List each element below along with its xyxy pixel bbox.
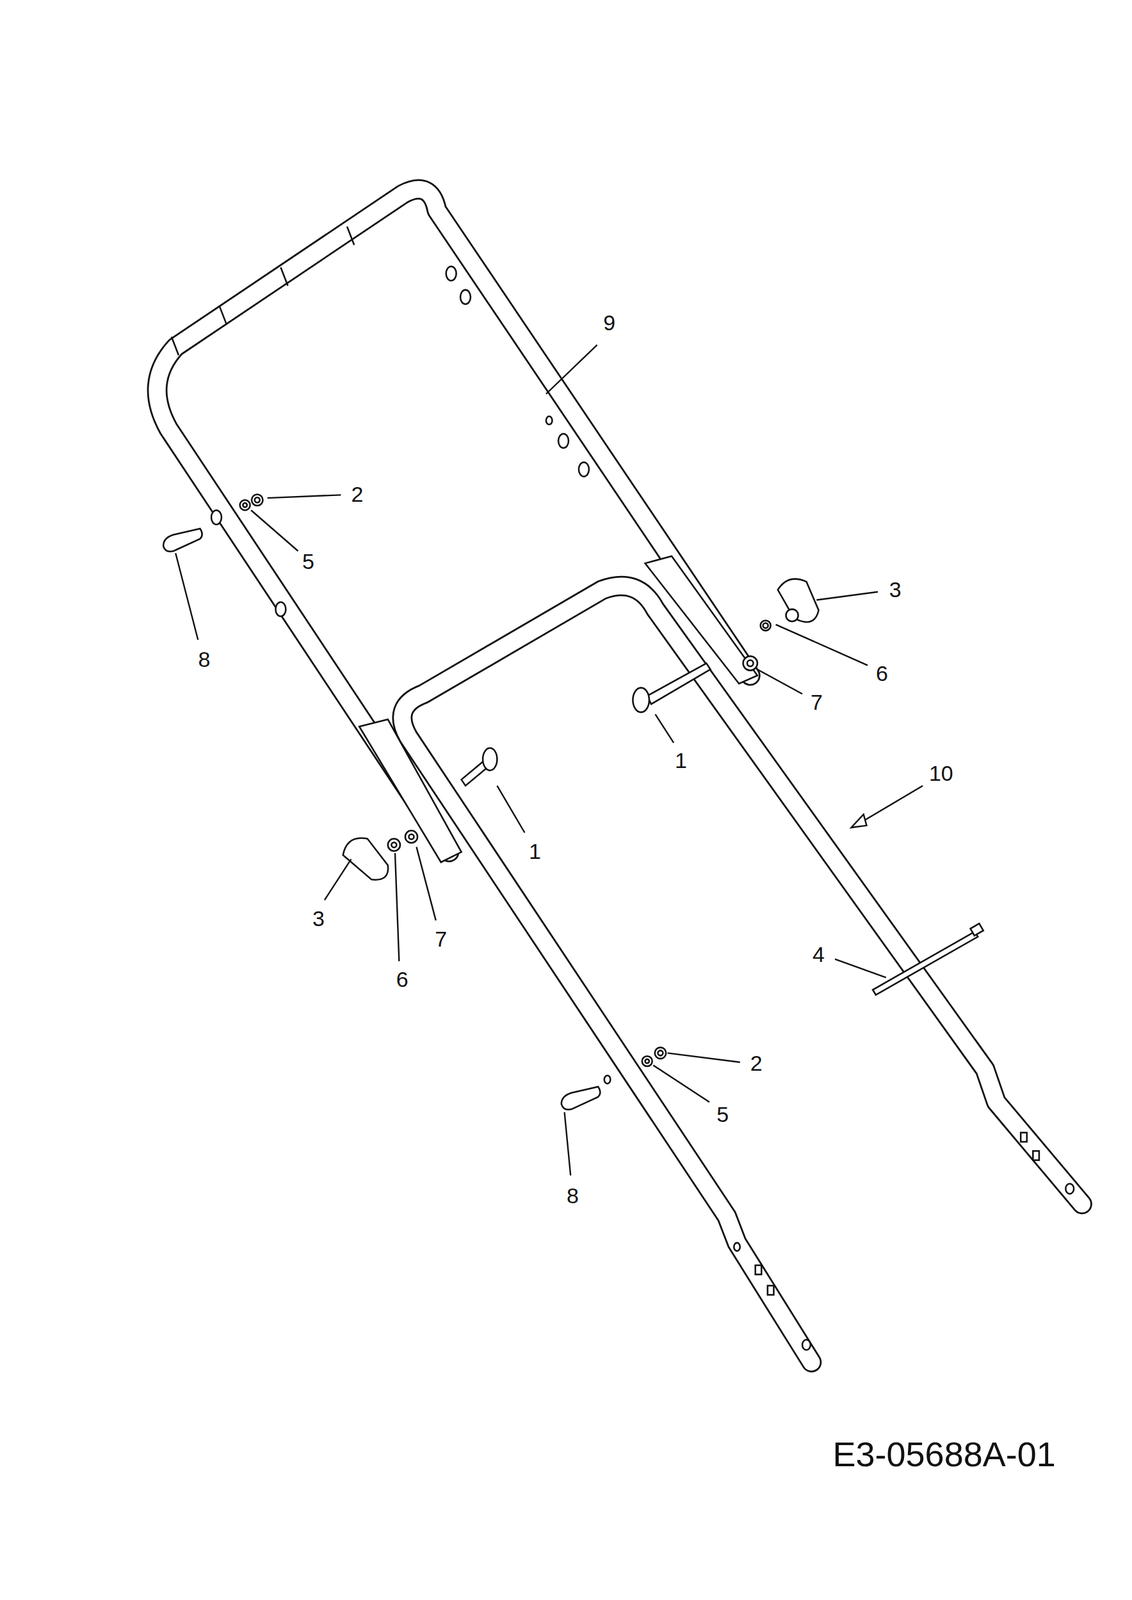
callout-number: 3: [312, 907, 325, 930]
callout-number: 9: [603, 311, 616, 334]
callout-number: 8: [197, 648, 211, 671]
callout-number: 8: [566, 1185, 579, 1207]
callout-number: 6: [396, 968, 409, 991]
callout-number: 2: [351, 483, 364, 506]
callout-number: 1: [674, 749, 688, 772]
callout-number: 7: [810, 691, 823, 714]
callout-number: 2: [750, 1052, 763, 1075]
callout-number: 7: [434, 928, 447, 951]
callout-number: 4: [812, 943, 825, 966]
callout-number: 5: [302, 550, 315, 573]
callout-number: 5: [716, 1103, 729, 1126]
callout-number: 6: [875, 662, 889, 685]
callout-number: 3: [889, 578, 902, 601]
callout-number: 1: [528, 840, 542, 863]
drawing-number: E3-05688A-01: [832, 1437, 1056, 1472]
callout-number: 10: [929, 762, 954, 785]
